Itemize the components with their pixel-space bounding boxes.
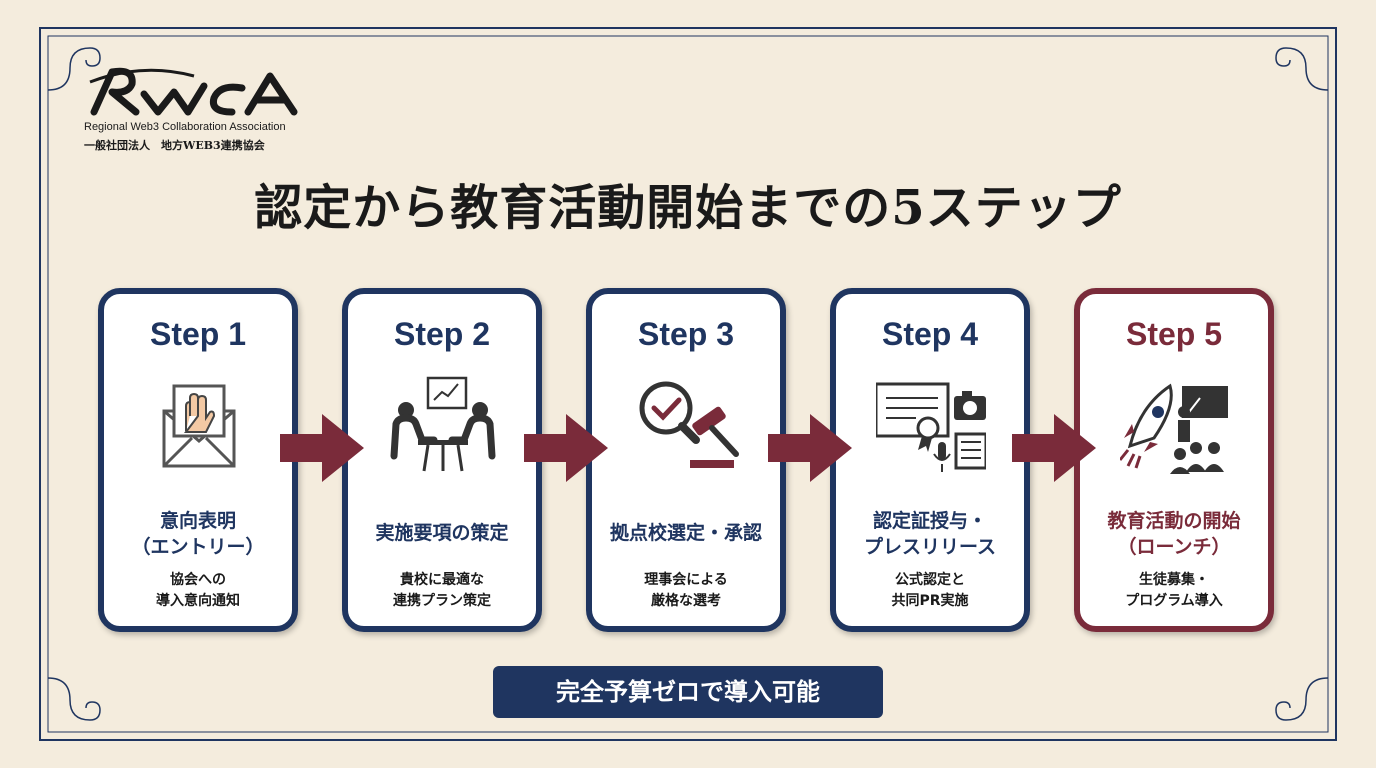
step-label: Step 4 — [881, 316, 979, 352]
certificate-press-icon — [876, 382, 986, 472]
meeting-planning-icon — [390, 376, 496, 472]
arrow-right-icon — [280, 414, 364, 482]
step-label: Step 3 — [637, 316, 735, 352]
step-description: 生徒募集・ プログラム導入 — [1125, 572, 1223, 609]
arrow-right-icon — [524, 414, 608, 482]
step-card-1: Step 1 意向表明 （エントリー） 協会への 導入意向通知 — [98, 288, 298, 632]
step-card-4: Step 4 認定証授与・ プレスリリース 公式認定と 共同PR実施 — [830, 288, 1030, 632]
step-card-5: Step 5 教育活動の開始 （ローンチ） 生徒募集・ プログラム導入 — [1074, 288, 1274, 632]
arrow-right-icon — [1012, 414, 1096, 482]
magnifier-gavel-icon — [639, 381, 739, 468]
step-name: 意向表明 （エントリー） — [131, 510, 265, 558]
step-description: 貴校に最適な 連携プラン策定 — [393, 572, 491, 609]
envelope-hand-icon — [162, 384, 236, 468]
logo-english-name: Regional Web3 Collaboration Association — [84, 121, 286, 133]
step-label: Step 2 — [393, 316, 491, 352]
step-label: Step 1 — [149, 316, 247, 352]
step-card-3: Step 3 拠点校選定・承認 理事会による 厳格な選考 — [586, 288, 786, 632]
step-card-2: Step 2 実施要項の策定 貴校に最適な 連携プラン策定 — [342, 288, 542, 632]
step-description: 理事会による 厳格な選考 — [644, 572, 728, 609]
rocket-classroom-icon — [1120, 383, 1228, 474]
step-description: 公式認定と 共同PR実施 — [891, 572, 969, 609]
step-name: 拠点校選定・承認 — [609, 522, 762, 544]
arrow-right-icon — [768, 414, 852, 482]
step-description: 協会への 導入意向通知 — [156, 572, 240, 609]
page-title: 認定から教育活動開始までの5ステップ — [254, 180, 1122, 236]
logo-japanese-name: 一般社団法人 地方WEB3連携協会 — [84, 139, 265, 152]
step-name: 実施要項の策定 — [375, 522, 509, 544]
zero-budget-banner: 完全予算ゼロで導入可能 — [493, 666, 883, 718]
rwca-logo — [89, 67, 298, 116]
step-name: 認定証授与・ プレスリリース — [863, 510, 997, 558]
step-label: Step 5 — [1125, 316, 1223, 352]
step-name: 教育活動の開始 （ローンチ） — [1107, 510, 1241, 558]
